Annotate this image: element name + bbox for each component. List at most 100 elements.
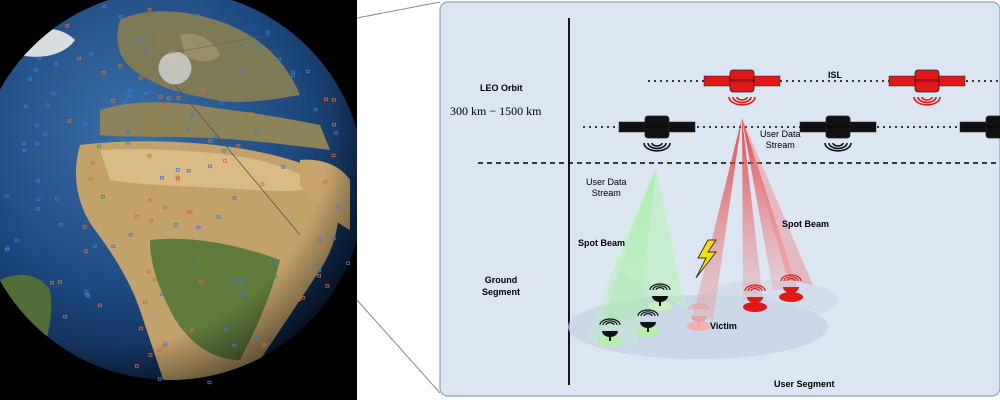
satellite-marker (157, 348, 162, 353)
zoom-connector-top (356, 1, 441, 19)
signal-arcs-icon (643, 142, 671, 152)
satellite-marker (255, 336, 260, 340)
satellite-marker (156, 38, 161, 42)
ground-station-icon (648, 283, 672, 311)
satellite-marker (317, 268, 322, 273)
satellite-marker (65, 24, 70, 28)
satellite-marker (164, 102, 169, 106)
user-data-stream-left-label: User Data Stream (586, 177, 627, 198)
satellite-icon (799, 115, 877, 139)
satellite-marker (189, 328, 194, 332)
satellite-marker (101, 71, 106, 75)
satellite-markers (4, 4, 351, 385)
leo-orbit-label: LEO Orbit (480, 83, 523, 93)
satellite-marker (274, 261, 278, 265)
satellite-marker (67, 119, 72, 123)
satellite-marker (123, 101, 128, 105)
satellite-marker (323, 180, 328, 184)
satellite-marker (186, 127, 191, 131)
ground-station-icon (636, 309, 660, 337)
leo-diagram (439, 1, 1000, 397)
satellite-marker (260, 182, 265, 186)
satellite-marker (163, 206, 168, 210)
satellite-marker (148, 198, 152, 202)
satellite-marker (188, 210, 193, 214)
satellite-marker (82, 225, 87, 229)
altitude-range-label: 300 km − 1500 km (450, 104, 542, 118)
satellite-marker (277, 57, 282, 62)
satellite-icon (618, 115, 696, 139)
spot-beam-green-right (608, 168, 688, 310)
satellite-marker (88, 177, 93, 181)
satellite-marker (322, 246, 326, 250)
satellite-marker (232, 196, 237, 200)
lightning-icon (695, 239, 718, 279)
satellite-marker (102, 4, 107, 8)
satellite-marker (173, 223, 178, 227)
satellite-marker (216, 215, 221, 219)
satellite-marker (35, 142, 40, 146)
satellite-marker (54, 197, 59, 201)
satellite-marker (118, 64, 123, 68)
satellite-marker (33, 68, 38, 72)
satellite-marker (143, 300, 147, 304)
satellite-marker (77, 56, 82, 61)
spot-beam-green-left (583, 168, 656, 345)
satellite-marker (4, 247, 9, 252)
satellite-marker (83, 122, 88, 126)
satellite-marker (158, 95, 163, 99)
satellite-marker (54, 61, 59, 66)
satellite-marker (175, 168, 180, 172)
satellite-marker (291, 74, 295, 78)
satellite-marker (196, 225, 201, 230)
satellite-marker (248, 112, 253, 116)
satellite-marker (146, 126, 151, 130)
satellite-marker (134, 215, 139, 219)
satellite-marker (146, 270, 151, 274)
satellite-marker (134, 364, 139, 368)
satellite-marker (331, 98, 336, 102)
satellite-marker (148, 353, 153, 357)
satellite-marker (331, 236, 336, 241)
satellite-marker (22, 148, 27, 152)
satellite-marker (201, 88, 205, 92)
satellite-marker (92, 244, 97, 248)
satellite-marker (297, 297, 302, 301)
satellite-marker (331, 153, 336, 157)
victim-label: Victim (710, 321, 737, 331)
satellite-marker (84, 290, 89, 294)
user-segment-label: User Segment (774, 379, 835, 389)
satellite-marker (137, 38, 141, 42)
satellite-icon (703, 69, 781, 93)
satellite-marker (234, 279, 239, 283)
ground-area-right (698, 280, 838, 320)
earth-panel (0, 0, 357, 400)
satellite-marker (97, 144, 101, 149)
diagram-background (439, 1, 1000, 397)
satellite-marker (35, 207, 40, 211)
satellite-marker (138, 76, 143, 80)
satellite-marker (147, 7, 152, 12)
satellite-marker (163, 342, 168, 346)
satellite-marker (91, 161, 95, 165)
satellite-marker (97, 303, 102, 307)
satellite-marker (118, 15, 123, 19)
satellite-icon (959, 115, 1000, 139)
satellite-marker (24, 104, 28, 109)
globe-shading (0, 0, 357, 380)
satellite-marker (176, 177, 180, 181)
satellite-marker (36, 197, 41, 201)
satellite-marker (147, 154, 152, 158)
diagram-panel: LEO Orbit 300 km − 1500 km ISL User Data… (438, 0, 1000, 400)
satellite-marker (332, 122, 336, 127)
user-data-stream-top-label: User Data Stream (760, 129, 801, 150)
satellite-marker (346, 261, 351, 265)
ground-station-icon (743, 284, 767, 312)
satellite-marker (160, 292, 165, 297)
satellite-marker (317, 238, 322, 242)
satellite-marker (57, 280, 62, 284)
satellite-marker (195, 13, 200, 18)
satellite-marker (335, 205, 340, 209)
satellite-marker (127, 88, 132, 92)
